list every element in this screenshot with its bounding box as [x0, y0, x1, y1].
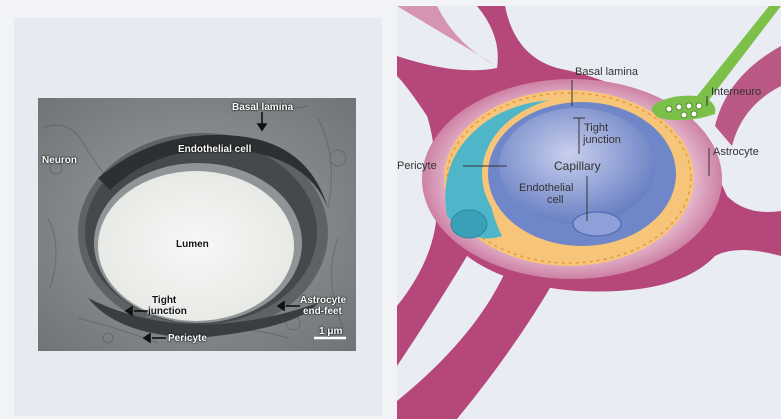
label-lumen: Lumen [176, 239, 209, 250]
label-neuron: Neuron [42, 155, 77, 166]
label-tight-junction-diagram-1: Tight [584, 122, 608, 134]
label-astrocyte-2: end-feet [303, 306, 342, 317]
label-astrocyte-1: Astrocyte [300, 295, 346, 306]
label-endothelial-diagram-2: cell [547, 194, 564, 206]
label-endothelial-cell: Endothelial cell [178, 144, 251, 155]
label-interneuron: Interneuro [711, 86, 761, 98]
label-tight-junction-1: Tight [152, 295, 176, 306]
label-pericyte: Pericyte [168, 333, 207, 344]
label-endothelial-diagram-1: Endothelial [519, 182, 573, 194]
label-scale: 1 μm [319, 326, 342, 337]
label-tight-junction-diagram-2: junction [583, 134, 621, 146]
label-capillary: Capillary [554, 160, 601, 172]
label-tight-junction-2: junction [148, 306, 187, 317]
pericyte-nucleus [451, 210, 487, 238]
astrocyte-process-top [397, 6, 497, 66]
schematic-panel: Basal lamina Interneuro Tight junction P… [397, 6, 781, 419]
micrograph-panel: Basal lamina Endothelial cell Neuron Lum… [14, 18, 382, 416]
endothelial-nucleus [573, 212, 621, 236]
label-basal-lamina: Basal lamina [232, 102, 293, 113]
electron-micrograph: Basal lamina Endothelial cell Neuron Lum… [38, 98, 356, 351]
label-basal-lamina-diagram: Basal lamina [575, 66, 638, 78]
label-pericyte-diagram: Pericyte [397, 160, 437, 172]
label-astrocyte-diagram: Astrocyte [713, 146, 759, 158]
